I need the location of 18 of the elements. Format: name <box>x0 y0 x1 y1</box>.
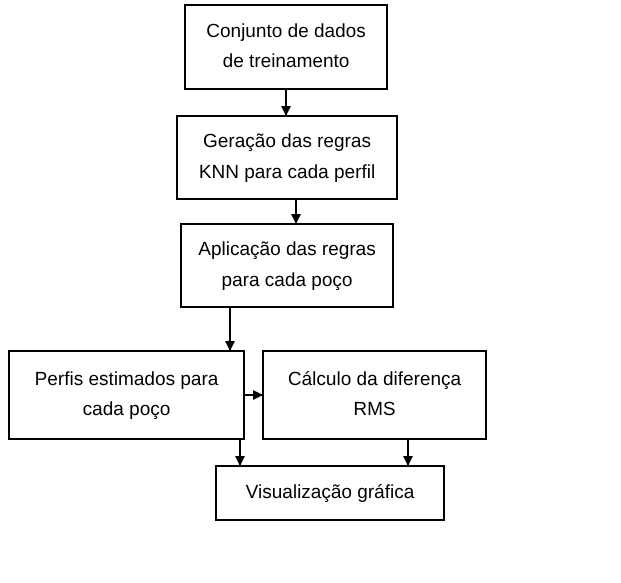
arrow <box>245 390 263 400</box>
box-label: Visualização gráfica <box>246 480 414 505</box>
arrow <box>225 308 235 351</box>
box-label: Perfis estimados para cada poço <box>34 368 220 422</box>
box-label: Aplicação das regras para cada poço <box>197 238 377 292</box>
process-box <box>262 350 487 440</box>
box-label: Geração das regras KNN para cada perfil <box>198 130 376 184</box>
arrow <box>403 440 413 466</box>
process-box <box>180 223 394 308</box>
process-box <box>8 350 245 440</box>
process-box <box>184 4 388 90</box>
process-box <box>215 465 445 521</box>
arrow <box>291 200 301 224</box>
box-label: Conjunto de dados de treinamento <box>205 20 367 74</box>
arrow <box>281 90 291 116</box>
process-box <box>176 115 398 200</box>
box-label: Cálculo da diferença RMS <box>286 368 462 422</box>
arrow <box>235 440 245 466</box>
